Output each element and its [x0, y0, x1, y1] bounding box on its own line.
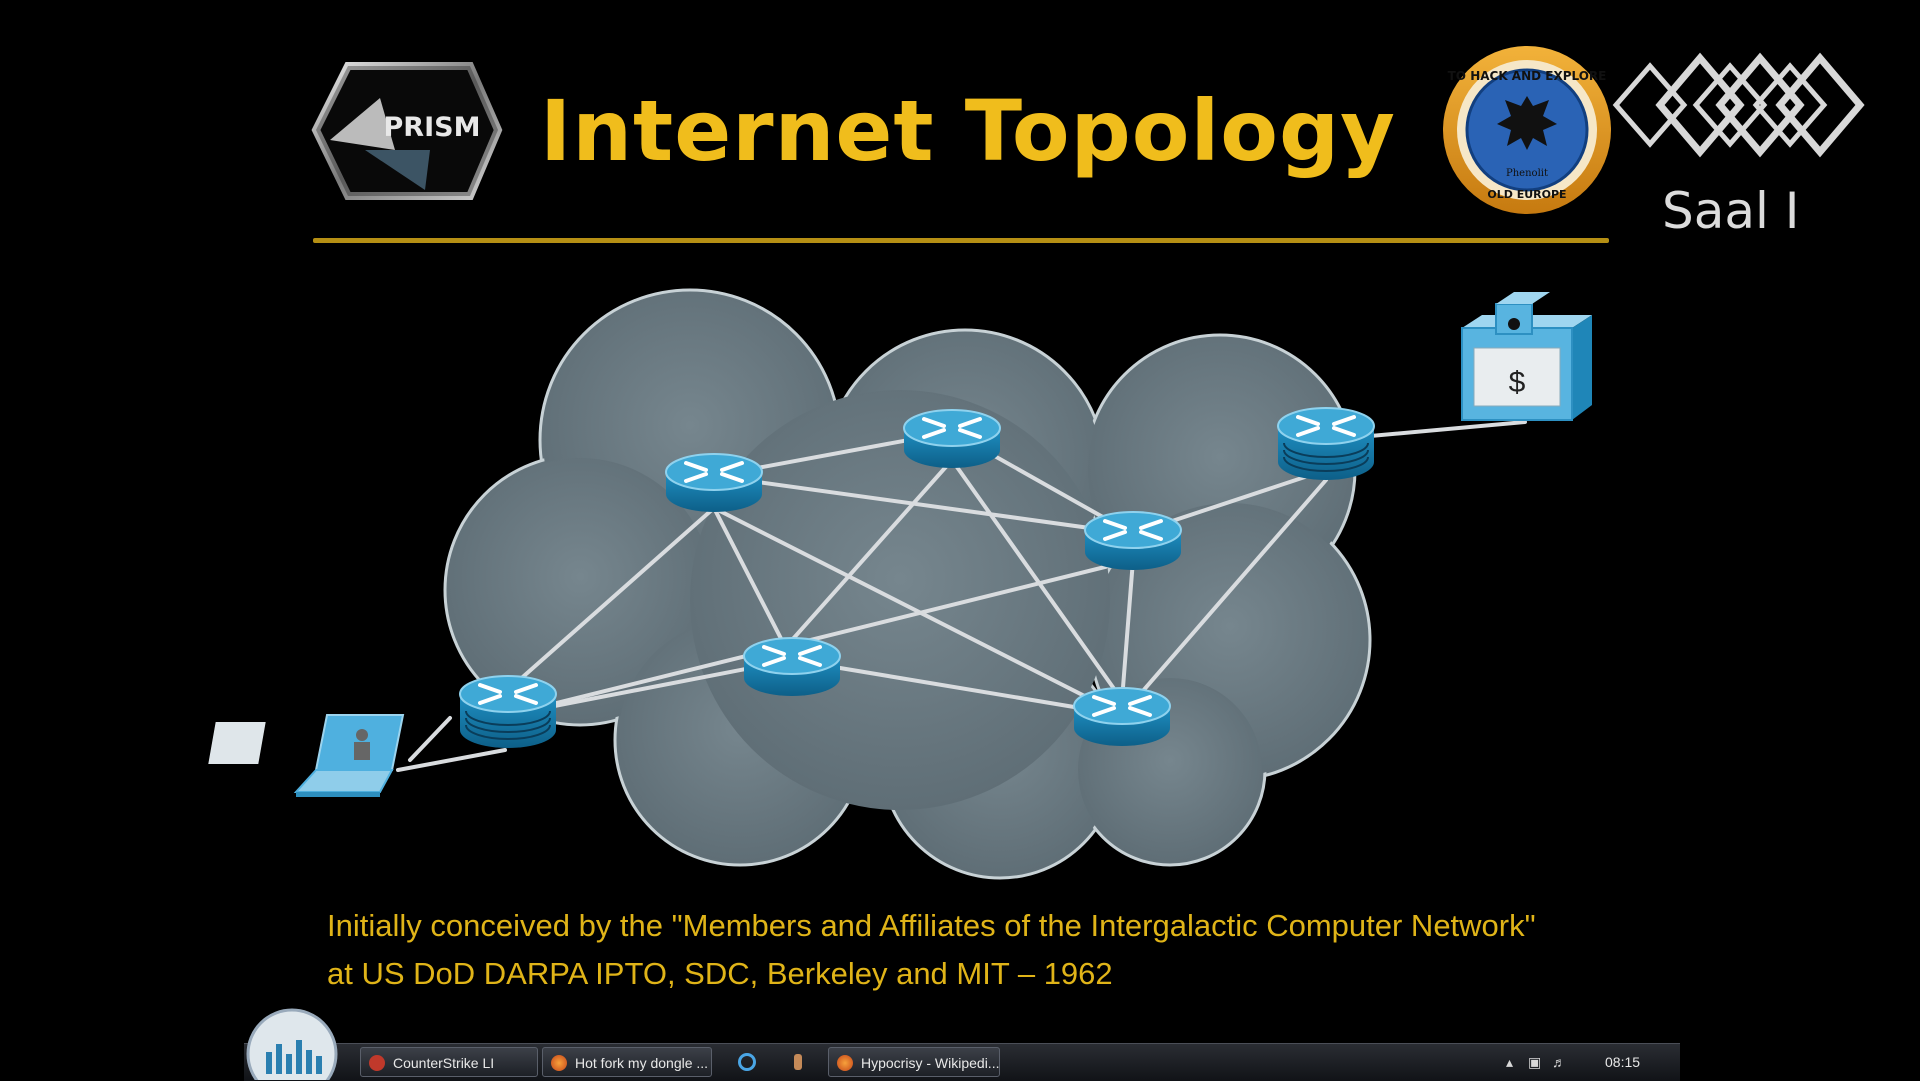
network-icon[interactable]: ▣: [1528, 1054, 1542, 1070]
link: [506, 558, 1135, 717]
link: [712, 506, 794, 662]
seal-bottom-text: OLD EUROPE: [1487, 188, 1566, 201]
link: [1120, 558, 1135, 702]
router-icon: [903, 409, 1001, 468]
router-icon: [459, 675, 557, 748]
router-icon: [1277, 407, 1375, 480]
router-icon: [665, 453, 763, 512]
caption-line-1: Initially conceived by the "Members and …: [327, 908, 1536, 943]
link: [506, 506, 716, 692]
start-button[interactable]: [244, 1004, 340, 1080]
seal-center-text: Phenolit: [1506, 168, 1548, 179]
internet-explorer-icon[interactable]: [738, 1053, 756, 1071]
router-icon: [1084, 511, 1182, 570]
link: [396, 748, 507, 772]
router-icon: [1073, 687, 1171, 746]
routers: [459, 407, 1375, 748]
slide-title: Internet Topology: [540, 82, 1396, 180]
slide-caption: Initially conceived by the "Members and …: [327, 902, 1667, 998]
title-underline: [313, 238, 1609, 243]
show-hidden-icon[interactable]: ▴: [1506, 1054, 1514, 1070]
caption-line-2: at US DoD DARPA IPTO, SDC, Berkeley and …: [327, 956, 1113, 991]
laptop-user-icon: [208, 714, 405, 797]
taskbar-item-firefox-2[interactable]: Hypocrisy - Wikipedi...: [828, 1047, 1000, 1077]
server-cash-register-icon: $: [1461, 292, 1592, 421]
taskbar-item-counterstrike[interactable]: CounterStrike LI: [360, 1047, 538, 1077]
network-cloud: [443, 288, 1372, 880]
taskbar: CounterStrike LI Hot fork my dongle ... …: [244, 1043, 1680, 1081]
router-icon: [743, 637, 841, 696]
counterstrike-icon: [369, 1055, 385, 1071]
eagle-icon: [1497, 96, 1557, 150]
clock[interactable]: 08:15: [1605, 1054, 1641, 1070]
taskbar-item-label: CounterStrike LI: [393, 1055, 495, 1071]
prism-logo: PRISM: [311, 62, 503, 200]
server-label: $: [1509, 366, 1526, 399]
firefox-icon: [551, 1055, 567, 1071]
taskbar-item-firefox-1[interactable]: Hot fork my dongle ...: [542, 1047, 712, 1077]
firefox-icon: [837, 1055, 853, 1071]
prism-logo-text: PRISM: [384, 112, 481, 143]
volume-icon[interactable]: ♬: [1552, 1054, 1566, 1070]
seal-top-text: TO HACK AND EXPLORE: [1448, 69, 1607, 83]
taskbar-item-label: Hot fork my dongle ...: [575, 1055, 709, 1071]
link: [408, 716, 452, 762]
link: [790, 658, 1124, 717]
link: [950, 458, 1124, 702]
taskbar-item-label: Hypocrisy - Wikipedi...: [861, 1055, 1000, 1071]
link: [790, 458, 954, 642]
link: [1120, 478, 1328, 717]
room-label: Saal I: [1662, 182, 1800, 240]
event-logo: [1612, 52, 1865, 158]
app-icon[interactable]: [794, 1054, 802, 1070]
old-europe-seal: Phenolit TO HACK AND EXPLORE OLD EUROPE: [1443, 46, 1611, 214]
link: [712, 474, 1135, 536]
